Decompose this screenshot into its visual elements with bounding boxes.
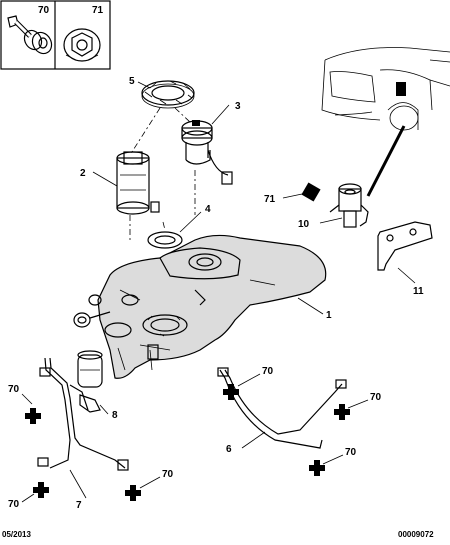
- plus-icon: [223, 384, 239, 400]
- parts-box-ref-right: 71: [92, 5, 104, 16]
- footer-reference: 00009072: [398, 530, 434, 539]
- fuel-filler-marker: [396, 82, 406, 96]
- fuel-filter: [69, 350, 103, 411]
- nut-icon: [63, 28, 101, 62]
- bracket-part-11: [377, 221, 433, 284]
- callout-5: 5: [129, 76, 135, 87]
- clip-part-8: [79, 394, 109, 415]
- callout-70-e: 70: [370, 392, 382, 403]
- screw-washer-icon: [7, 15, 53, 55]
- plus-icon: [125, 485, 141, 501]
- valve-part-10: [319, 183, 369, 228]
- callout-70-a: 70: [8, 384, 20, 395]
- fuel-gauge-sender-part-3: [181, 104, 233, 185]
- parts-box: 70 71: [0, 0, 111, 70]
- callout-7: 7: [76, 500, 82, 511]
- callout-10: 10: [298, 219, 310, 230]
- ref-70-markers: 70 70 70 70 70 70: [8, 366, 382, 510]
- callout-71: 71: [264, 194, 276, 205]
- strap-part-6: [217, 367, 347, 449]
- callout-1: 1: [326, 310, 332, 321]
- callout-70-c: 70: [162, 469, 174, 480]
- plus-icon: [25, 408, 41, 424]
- seal-part-71: [282, 182, 321, 202]
- fuel-lines-part-7: [37, 357, 129, 499]
- callout-4: 4: [205, 204, 211, 215]
- callout-6: 6: [226, 444, 232, 455]
- plus-icon: [309, 460, 325, 476]
- seal-part-4: [147, 211, 202, 249]
- callout-70-f: 70: [345, 447, 357, 458]
- plus-icon: [334, 404, 350, 420]
- callout-11: 11: [413, 286, 424, 297]
- callout-70-d: 70: [262, 366, 274, 377]
- parts-box-ref-left: 70: [38, 5, 50, 16]
- callout-8: 8: [112, 410, 118, 421]
- footer-date: 05/2013: [2, 530, 31, 539]
- callout-3: 3: [235, 101, 241, 112]
- car-location-sketch: [321, 47, 450, 197]
- fuel-pump-part-2: [92, 151, 160, 215]
- callout-2: 2: [80, 168, 86, 179]
- fuel-tank-part-1: [73, 234, 327, 379]
- plus-icon: [33, 482, 49, 498]
- callout-70-b: 70: [8, 499, 20, 510]
- locking-ring-part-5: [141, 80, 195, 109]
